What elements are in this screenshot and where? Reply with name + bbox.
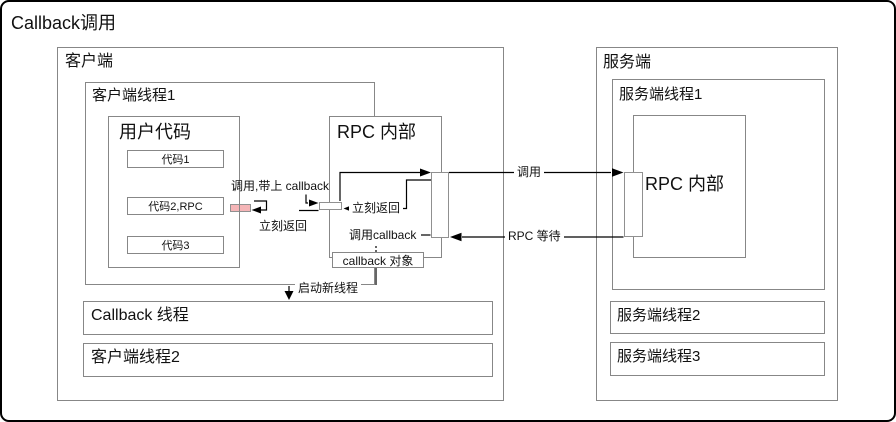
rpc-wait-label: RPC 等待 <box>505 229 564 244</box>
callback-object-label: callback 对象 <box>342 253 414 268</box>
server-thread2-label: 服务端线程2 <box>617 307 701 324</box>
client-box <box>57 47 504 401</box>
immediate-return-inner-label: 立刻返回 <box>349 201 404 216</box>
diagram-title: Callback调用 <box>11 13 117 33</box>
server-label: 服务端 <box>603 54 652 71</box>
user-code-box <box>108 116 240 268</box>
code2-rpc-box: 代码2,RPC <box>127 197 224 215</box>
start-new-thread-label: 启动新线程 <box>295 281 362 296</box>
call-label: 调用 <box>514 165 545 180</box>
code3-box: 代码3 <box>127 236 224 254</box>
pink-activation-rect <box>230 204 251 212</box>
server-box <box>596 47 838 401</box>
call-with-callback-label: 调用,带上 callback <box>231 179 330 193</box>
code1-label: 代码1 <box>161 154 190 166</box>
rpc-internal-server-label: RPC 内部 <box>645 174 725 194</box>
callback-object-box: callback 对象 <box>332 252 424 268</box>
server-thread3-box <box>610 342 825 376</box>
client-activation-bar <box>431 172 449 238</box>
code1-box: 代码1 <box>127 150 224 168</box>
callback-thread-box <box>83 301 493 335</box>
client-thread2-box <box>83 343 493 377</box>
user-code-label: 用户代码 <box>119 122 191 142</box>
invoke-callback-label: 调用callback <box>349 228 417 242</box>
server-thread1-label: 服务端线程1 <box>619 86 703 103</box>
client-thread1-label: 客户端线程1 <box>92 87 176 104</box>
client-label: 客户端 <box>65 53 114 70</box>
server-thread3-label: 服务端线程3 <box>617 348 701 365</box>
server-thread2-box <box>610 301 825 334</box>
immediate-return-outer-label: 立刻返回 <box>259 219 308 233</box>
client-thread2-label: 客户端线程2 <box>91 349 180 366</box>
code3-label: 代码3 <box>161 240 190 252</box>
callback-thread-label: Callback 线程 <box>91 307 189 324</box>
code2-rpc-label: 代码2,RPC <box>148 201 203 213</box>
rpc-entry-rect <box>319 202 342 210</box>
rpc-internal-client-label: RPC 内部 <box>337 122 417 142</box>
rpc-internal-server-box <box>633 115 746 258</box>
server-thread1-box <box>612 79 825 290</box>
server-activation-bar <box>624 172 643 237</box>
